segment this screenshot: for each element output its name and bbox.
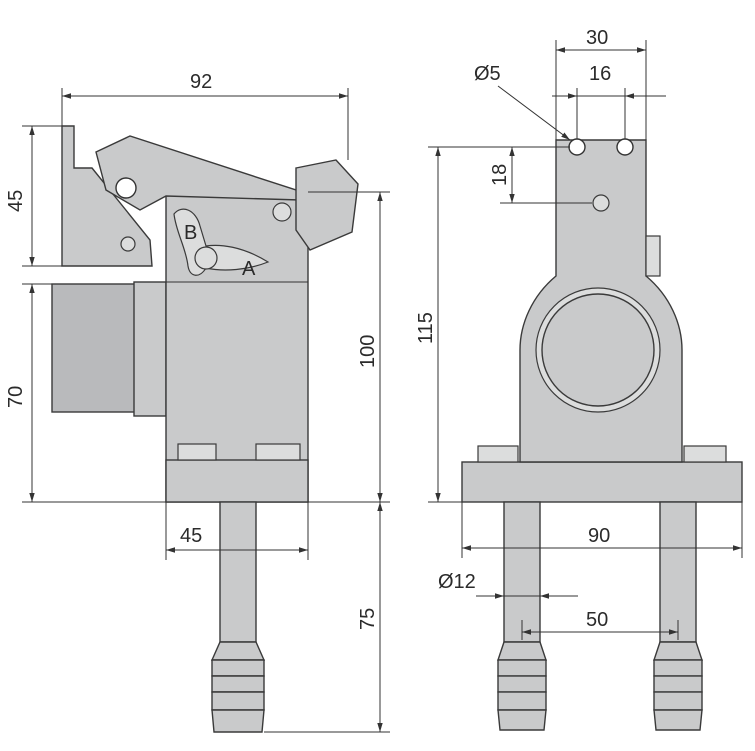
- dim-front-hole-diameter: Ø5: [474, 63, 501, 85]
- dim-side-lever-height: 45: [5, 190, 27, 212]
- dim-side-base-height: 70: [5, 386, 27, 408]
- front-side-tab: [645, 235, 661, 277]
- front-hole-left: [568, 138, 586, 156]
- side-top-hole: [272, 202, 292, 222]
- side-bolt-right: [255, 443, 301, 461]
- front-pin-left-barbs: [497, 641, 547, 731]
- dim-front-pin-spacing: 50: [586, 609, 608, 631]
- position-b-label: B: [184, 222, 197, 244]
- side-bolt-left: [177, 443, 217, 461]
- front-pin-right-barbs: [653, 641, 703, 731]
- side-pivot-pin: [120, 236, 136, 252]
- dim-front-total-height: 115: [415, 312, 437, 344]
- front-bolt-right: [683, 445, 727, 463]
- side-lever: [95, 135, 302, 211]
- side-stem-barbs: [210, 641, 266, 733]
- dim-side-stem-width: 45: [180, 525, 202, 547]
- side-base-flange: [133, 281, 167, 417]
- side-base-block: [51, 283, 137, 413]
- front-pin-left: [503, 501, 541, 643]
- dim-side-width: 92: [190, 71, 212, 93]
- front-hole-right: [616, 138, 634, 156]
- front-base-plate: [461, 461, 743, 503]
- side-bottom-plate: [165, 459, 309, 503]
- side-stem: [219, 501, 257, 643]
- position-a-label: A: [242, 258, 256, 280]
- dim-side-body-height: 100: [357, 335, 379, 368]
- front-pin-right: [659, 501, 697, 643]
- dim-front-hole-offset: 18: [489, 164, 511, 186]
- dim-side-stem-length: 75: [357, 608, 379, 630]
- front-hole-center: [592, 194, 610, 212]
- side-bracket: [61, 125, 153, 267]
- front-ring-inner: [541, 293, 655, 407]
- dim-front-pin-diameter: Ø12: [438, 571, 476, 593]
- dim-front-top-width: 30: [586, 27, 608, 49]
- side-view: B A 92 45 70 100 45 7: [5, 71, 390, 733]
- front-view: 30 16 Ø5 18 115 90 Ø12 50: [415, 27, 743, 731]
- dim-front-base-width: 90: [588, 525, 610, 547]
- front-bolt-left: [477, 445, 519, 463]
- side-handle-block: [295, 159, 359, 251]
- dim-front-hole-spacing: 16: [589, 63, 611, 85]
